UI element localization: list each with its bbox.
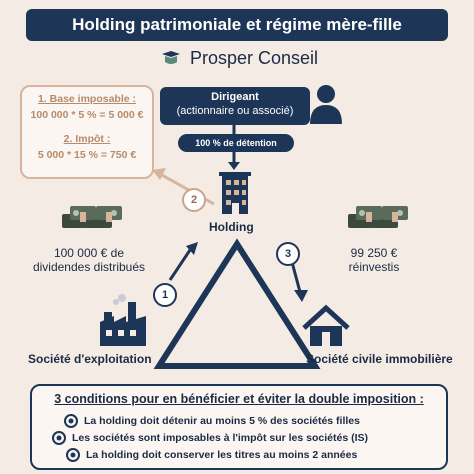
triangle-shape — [153, 238, 321, 369]
arrow-step-3 — [290, 261, 302, 293]
condition-item: La holding doit détenir au moins 5 % des… — [64, 414, 360, 428]
impot-value: 5 000 * 15 % = 750 € — [37, 149, 137, 161]
condition-text: Les sociétés sont imposables à l'impôt s… — [72, 432, 369, 444]
target-icon — [52, 431, 66, 445]
arrow-step-1 — [168, 249, 192, 281]
dirigeant-subtitle: (actionnaire ou associé) — [176, 105, 294, 117]
condition-text: La holding doit conserver les titres au … — [86, 449, 358, 461]
condition-text: La holding doit détenir au moins 5 % des… — [84, 415, 360, 427]
condition-item: Les sociétés sont imposables à l'impôt s… — [52, 431, 368, 445]
reinvestis-line1: 99 250 € — [350, 246, 398, 260]
dirigeant-box: Dirigeant (actionnaire ou associé) — [160, 87, 310, 125]
brand: Prosper Conseil — [160, 48, 318, 69]
arrow-head-calc — [152, 168, 166, 180]
target-icon — [66, 448, 80, 462]
dividendes-text: 100 000 € de dividendes distribués — [24, 246, 154, 274]
reinvestis-line2: réinvestis — [348, 260, 400, 274]
brand-name: Prosper Conseil — [190, 48, 319, 68]
holding-label: Holding — [209, 220, 254, 234]
holding-building-icon — [219, 172, 251, 214]
arrow-head-holding — [228, 162, 240, 170]
condition-item: La holding doit conserver les titres au … — [66, 448, 357, 462]
page-title: Holding patrimoniale et régime mère-fill… — [26, 9, 448, 41]
conditions-box: 3 conditions pour en bénéficier et évite… — [30, 384, 448, 470]
dirigeant-title: Dirigeant — [211, 91, 259, 103]
dividendes-line2: dividendes distribués — [32, 260, 146, 274]
step-2-badge: 2 — [182, 188, 206, 212]
money-stack-right-icon — [348, 206, 408, 228]
base-heading: 1. Base imposable : — [37, 93, 137, 105]
house-icon — [302, 304, 350, 346]
step-3-badge: 3 — [276, 242, 300, 266]
conditions-title: 3 conditions pour en bénéficier et évite… — [54, 392, 424, 406]
reinvestis-text: 99 250 € réinvestis — [334, 246, 414, 274]
detention-pill: 100 % de détention — [178, 134, 294, 152]
exploitation-label: Société d'exploitation — [28, 352, 152, 366]
factory-icon — [100, 294, 146, 346]
base-value: 100 000 * 5 % = 5 000 € — [30, 109, 144, 121]
sci-label: Société civile immobilière — [306, 352, 453, 366]
step-1-badge: 1 — [153, 283, 177, 307]
arrow-head-3 — [294, 290, 308, 302]
target-icon — [64, 414, 78, 428]
impot-heading: 2. Impôt : — [63, 133, 111, 145]
brand-logo-icon — [162, 50, 180, 64]
calculation-box: 1. Base imposable : 100 000 * 5 % = 5 00… — [20, 85, 154, 179]
arrow-head-1 — [186, 242, 198, 255]
dividendes-line1: 100 000 € de — [53, 246, 125, 260]
money-stack-left-icon — [62, 206, 122, 228]
